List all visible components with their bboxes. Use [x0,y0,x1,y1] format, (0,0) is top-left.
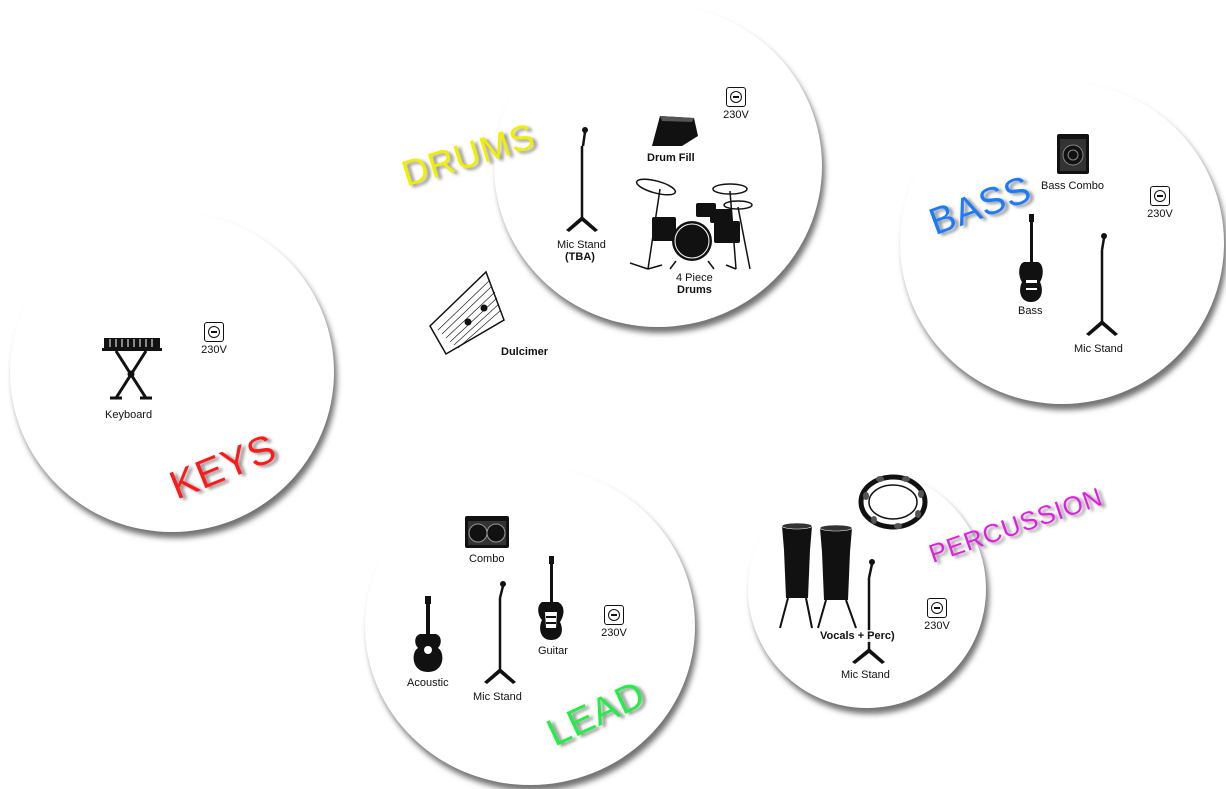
drum-kit-icon [626,175,756,271]
bass-power-outlet: 230V [1143,186,1177,220]
acoustic-label: Acoustic [407,677,449,689]
dulcimer-label: Dulcimer [501,346,548,358]
bass-mic-stand-label: Mic Stand [1074,343,1123,355]
perc-mic-stand-label: Mic Stand [841,669,890,681]
bass-zone [900,82,1224,404]
drum-kit-label: 4 Piece [676,272,713,284]
power-outlet-icon [604,605,624,625]
guitar-label: Guitar [538,645,568,657]
drum-fill-label: Drum Fill [647,152,695,164]
keys-power-outlet: 230V [197,322,231,356]
lead-mic-stand-label: Mic Stand [473,691,522,703]
bass-amp-icon [1056,133,1090,175]
lead-power-outlet: 230V [597,605,631,639]
drums-zone [494,5,822,327]
combo-label: Combo [469,553,504,565]
mic-stand-tba-label: Mic Stand [557,239,606,251]
keyboard-label: Keyboard [105,409,152,421]
voltage-label: 230V [1143,208,1177,220]
power-outlet-icon [204,322,224,342]
mic-stand-icon [846,558,890,666]
keyboard-icon [100,336,164,406]
tambourine-icon [858,472,928,532]
vocals-perc-label: Vocals + Perc) [820,630,895,642]
acoustic-guitar-icon [410,596,446,674]
monitor-wedge-icon [648,114,700,148]
guitar-combo-icon [464,515,510,549]
percussion-power-outlet: 230V [920,598,954,632]
power-outlet-icon [927,598,947,618]
bass-guitar-icon [1016,214,1046,304]
voltage-label: 230V [920,620,954,632]
voltage-label: 230V [197,344,231,356]
voltage-label: 230V [719,109,753,121]
mic-stand-icon [478,580,522,686]
mic-stand-icon [560,126,604,234]
power-outlet-icon [1150,186,1170,206]
bass-combo-label: Bass Combo [1041,180,1104,192]
mic-stand-icon [1080,232,1124,338]
bass-label: Bass [1018,305,1042,317]
voltage-label: 230V [597,627,631,639]
electric-guitar-icon [536,556,566,642]
dulcimer-icon [426,270,506,356]
mic-stand-tba-note: (TBA) [565,251,595,263]
drum-kit-note: Drums [677,284,712,296]
power-outlet-icon [726,87,746,107]
drums-power-outlet: 230V [719,87,753,121]
